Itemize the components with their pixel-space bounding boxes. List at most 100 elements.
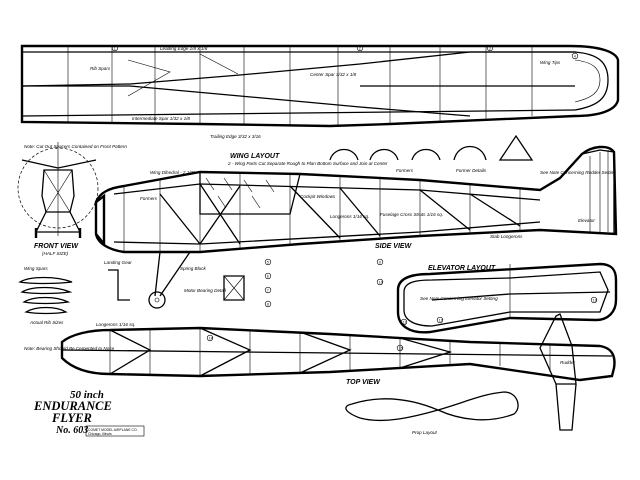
top-view-diagonals: [109, 327, 453, 377]
label-prop-layout: Prop Layout: [412, 430, 437, 435]
title-name-line2: FLYER: [51, 411, 92, 425]
rib-section: [18, 276, 73, 285]
top-view-outline: [60, 326, 616, 382]
wing-rear-spar: [22, 85, 471, 117]
label-spring-block: Spring Block: [180, 266, 206, 271]
part-number-marker: [590, 296, 598, 304]
label-intermediate-spar: Intermediate Spar 1/32 x 1/8: [132, 116, 190, 121]
part-number: 14: [209, 336, 213, 340]
cockpit-hatching: [205, 177, 275, 209]
landing-gear-strut: [154, 251, 191, 297]
label-actual-rib-sizes: Actual Rib Sizes: [29, 320, 64, 325]
wing-tip-curve: [574, 51, 609, 111]
top-view: Rudder Longerons 1/16 sq. TOP VIEW Prop …: [60, 313, 616, 435]
wing-ribs: [67, 46, 533, 126]
part-number: 6: [267, 274, 269, 278]
spring-block-cross: [223, 275, 245, 301]
elevator-outline: [396, 262, 618, 334]
front-view-title: FRONT VIEW: [34, 243, 79, 250]
fuselage-outline: [94, 145, 618, 254]
former-arc: [329, 148, 359, 161]
part-number: 5: [267, 260, 269, 264]
front-view-subtitle: (HALF SIZE): [42, 251, 69, 256]
label-longerons: Longerons 1/16 sq.: [330, 214, 369, 219]
part-number-marker: [376, 278, 384, 286]
wing-layout-title: WING LAYOUT: [230, 153, 280, 160]
title-size: 50 inch: [70, 389, 104, 401]
rib-section: [22, 296, 71, 305]
top-view-center: [61, 349, 613, 357]
elevator-layout: ELEVATOR LAYOUT See Note Concerning Elev…: [396, 262, 618, 334]
label-rib-spars: Rib Spars: [90, 66, 111, 71]
part-number: 1: [114, 46, 116, 50]
cockpit-window: [199, 171, 301, 215]
label-wing-spars: Wing Spars: [24, 266, 48, 271]
former-arc: [369, 148, 399, 161]
part-number: 8: [267, 302, 269, 306]
label-center-spar: Center Spar 3/32 x 1/8: [310, 72, 357, 77]
top-view-title: TOP VIEW: [346, 379, 381, 386]
front-wing-line: [21, 159, 97, 169]
top-part-numbers: 14 15: [206, 334, 404, 352]
landing-gear-wire: [108, 269, 130, 301]
part-number-marker: [111, 44, 119, 52]
wing-part-numbers: 1 2 3 4: [111, 44, 579, 60]
label-see-note-elevator: See Note Concerning Elevator Setting: [420, 296, 498, 301]
side-view: WING LAYOUT 2 - Wing Parts Cut Separate …: [94, 134, 618, 309]
part-number: 7: [267, 288, 269, 292]
front-note: Note: Cut Out Spacers Contained on Front…: [24, 144, 127, 149]
landing-wheel: [148, 291, 166, 309]
wheel-hub: [154, 297, 160, 303]
rib-sections: Actual Rib Sizes: [18, 276, 73, 325]
propeller-layout: [345, 391, 519, 422]
part-number: 2: [359, 46, 361, 50]
label-cockpit: Cockpit Windows: [300, 194, 336, 199]
former-arc: [453, 145, 487, 161]
publisher-line2: Chicago, Illinois: [88, 432, 112, 436]
rudder-top: [555, 383, 577, 431]
stab-fin: [581, 149, 615, 234]
title-number: No. 603: [55, 425, 88, 436]
label-wing-dihedral: Wing Dihedral - 2 1/2": [150, 170, 195, 175]
nose-block: [95, 193, 106, 248]
front-view: Note: Cut Out Spacers Contained on Front…: [17, 142, 127, 256]
label-fuselage-cross: Fuselage Cross Struts 1/16 sq.: [380, 212, 443, 217]
label-elevator-side: Elevator: [578, 218, 595, 223]
former-triangle: [498, 134, 534, 161]
publisher-box: [85, 425, 145, 437]
elevator-inner: [403, 271, 609, 327]
part-number: 10: [379, 280, 383, 284]
part-number: 4: [574, 54, 576, 58]
wing-trailing-edge-inner: [21, 109, 576, 117]
label-top-longerons: Longerons 1/16 sq.: [96, 322, 135, 327]
label-leading-edge: Leading Edge 1/8 x 1/8: [160, 46, 208, 51]
fuselage-bottom-longeron: [113, 221, 541, 245]
label-trailing-edge: Trailing Edge 3/32 x 3/16: [210, 134, 261, 139]
elevator-part-numbers: 11 12 13: [400, 296, 598, 326]
fuselage-top-longeron: [113, 183, 541, 201]
label-rudder: Rudder: [560, 360, 576, 365]
part-number-marker: [571, 52, 579, 60]
front-fuselage-cross: [43, 169, 73, 213]
wing-outline: [20, 44, 620, 128]
front-landing-gear: [35, 211, 81, 233]
part-number-marker: [376, 258, 384, 266]
part-number-marker: [436, 316, 444, 324]
part-number: 11: [403, 320, 407, 324]
part-number-marker: [264, 258, 272, 266]
wing-tip-inner: [574, 59, 601, 103]
part-number-marker: [356, 44, 364, 52]
wing-layout: Leading Edge 1/8 x 1/8 Rib Spars Center …: [20, 44, 620, 139]
part-number-marker: [486, 44, 494, 52]
former-arc: [411, 148, 441, 161]
part-number-marker: [264, 272, 272, 280]
part-number: 12: [439, 318, 443, 322]
elevator-layout-title: ELEVATOR LAYOUT: [428, 265, 496, 272]
part-number-marker: [264, 286, 272, 294]
label-stab-longerons: Stab Longerons: [490, 234, 523, 239]
part-number: 15: [399, 346, 403, 350]
label-wing-tips: Wing Tips: [540, 60, 561, 65]
part-number-marker: [206, 334, 214, 342]
label-motor-bearing: Motor Bearing Detail: [184, 288, 227, 293]
